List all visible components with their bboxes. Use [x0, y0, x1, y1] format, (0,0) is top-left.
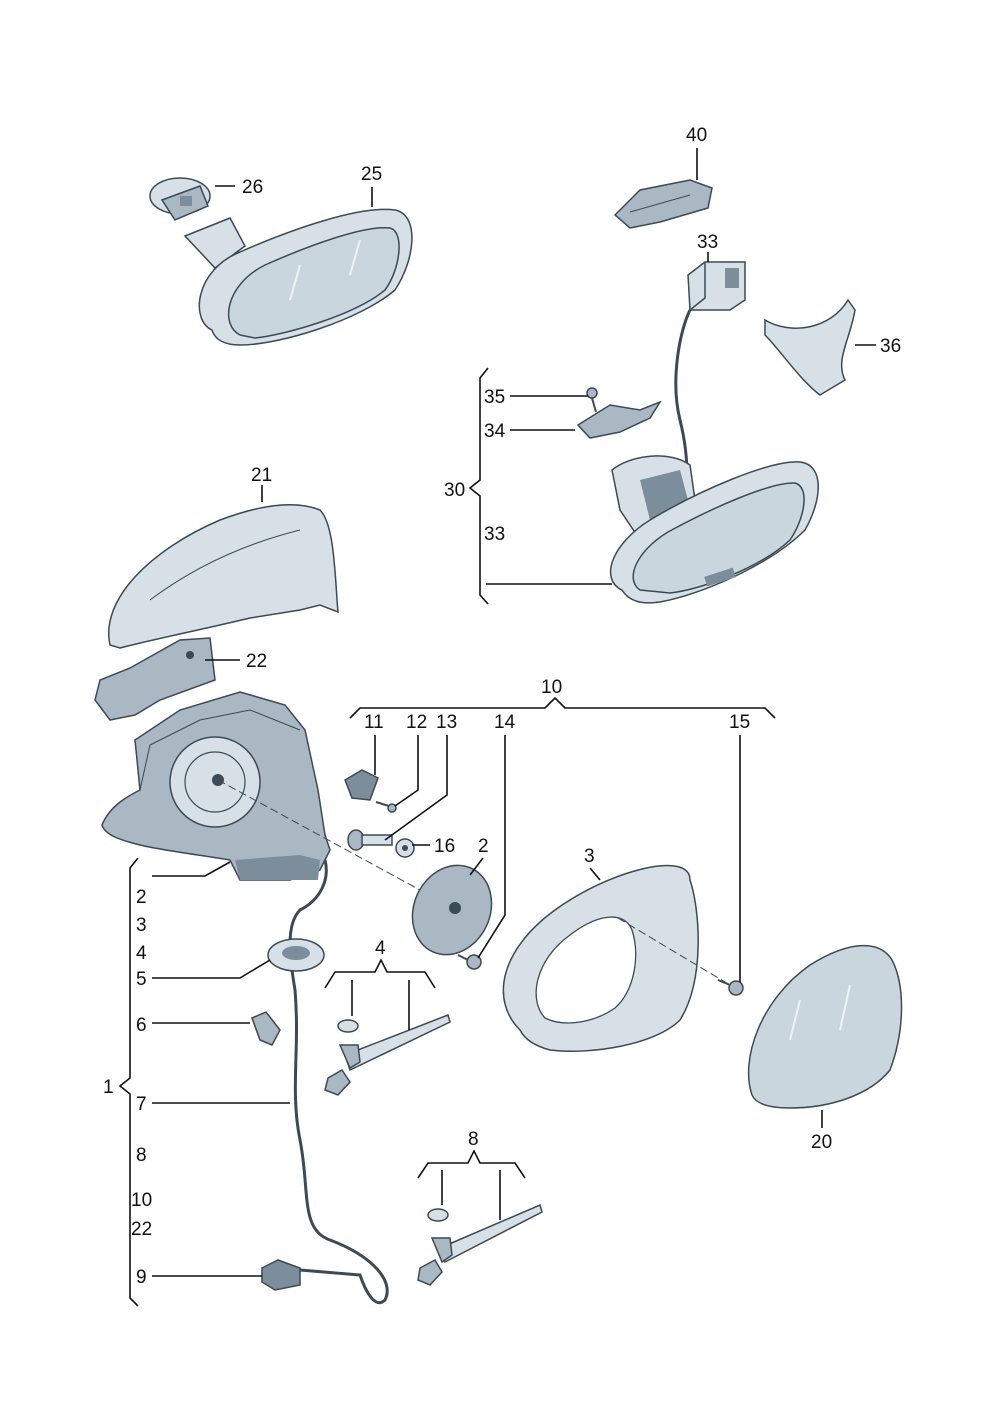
screw-12[interactable]: [375, 801, 397, 813]
nut-16[interactable]: [395, 838, 415, 858]
screw-13[interactable]: [347, 829, 393, 851]
screw-14[interactable]: [457, 954, 482, 970]
mount-cover-26[interactable]: [149, 177, 211, 221]
label-5: 5: [136, 969, 147, 990]
label-35: 35: [484, 387, 505, 408]
mirror-housing-1[interactable]: [101, 691, 331, 881]
label-11: 11: [364, 712, 384, 733]
turn-signal-22[interactable]: [94, 637, 216, 721]
label-40: 40: [686, 125, 707, 146]
label-30: 30: [444, 480, 465, 501]
bracket-34[interactable]: [576, 400, 662, 439]
label-3-right: 3: [584, 846, 595, 867]
label-12: 12: [406, 712, 427, 733]
label-7: 7: [136, 1094, 147, 1115]
cable-tie-4[interactable]: [324, 1014, 451, 1096]
label-34: 34: [484, 421, 506, 442]
label-2-right: 2: [478, 836, 489, 857]
label-21: 21: [251, 465, 272, 486]
cover-36[interactable]: [764, 298, 856, 396]
label-25: 25: [361, 164, 382, 185]
screw-15[interactable]: [717, 979, 744, 996]
label-3: 3: [136, 915, 147, 936]
mirror-cap-21[interactable]: [108, 504, 339, 649]
label-22-right: 22: [246, 651, 267, 672]
adapter-plate-2[interactable]: [398, 852, 506, 967]
cable-tie-8[interactable]: [417, 1203, 543, 1286]
label-13: 13: [436, 712, 457, 733]
label-15: 15: [729, 712, 750, 733]
label-4: 4: [136, 943, 147, 964]
interior-mirror-assembly-30[interactable]: [609, 455, 819, 604]
screw-35[interactable]: [586, 387, 598, 413]
clip-11[interactable]: [344, 769, 379, 801]
label-26: 26: [242, 177, 263, 198]
label-8: 8: [136, 1145, 147, 1166]
connector-33[interactable]: [687, 261, 746, 311]
sensor-cover-40[interactable]: [613, 179, 713, 229]
label-33-bottom: 33: [484, 524, 505, 545]
label-1: 1: [103, 1077, 114, 1098]
clip-6[interactable]: [251, 1011, 281, 1046]
label-36: 36: [880, 336, 901, 357]
label-16: 16: [434, 836, 455, 857]
label-8-right: 8: [468, 1129, 479, 1150]
label-9: 9: [136, 1267, 147, 1288]
label-10-top: 10: [541, 677, 562, 698]
label-20: 20: [811, 1132, 832, 1153]
label-10: 10: [131, 1190, 152, 1211]
label-33-top: 33: [697, 232, 718, 253]
mirror-frame-3[interactable]: [502, 864, 699, 1052]
label-4-right: 4: [375, 938, 386, 959]
label-2: 2: [136, 887, 147, 908]
wiring-harness-7[interactable]: [288, 859, 389, 1304]
mirror-glass-20[interactable]: [747, 944, 903, 1109]
label-14: 14: [494, 712, 516, 733]
label-6: 6: [136, 1015, 147, 1036]
grommet-5[interactable]: [267, 938, 325, 972]
label-22: 22: [131, 1219, 152, 1240]
interior-mirror-25[interactable]: [183, 208, 413, 346]
connector-9[interactable]: [261, 1259, 301, 1291]
